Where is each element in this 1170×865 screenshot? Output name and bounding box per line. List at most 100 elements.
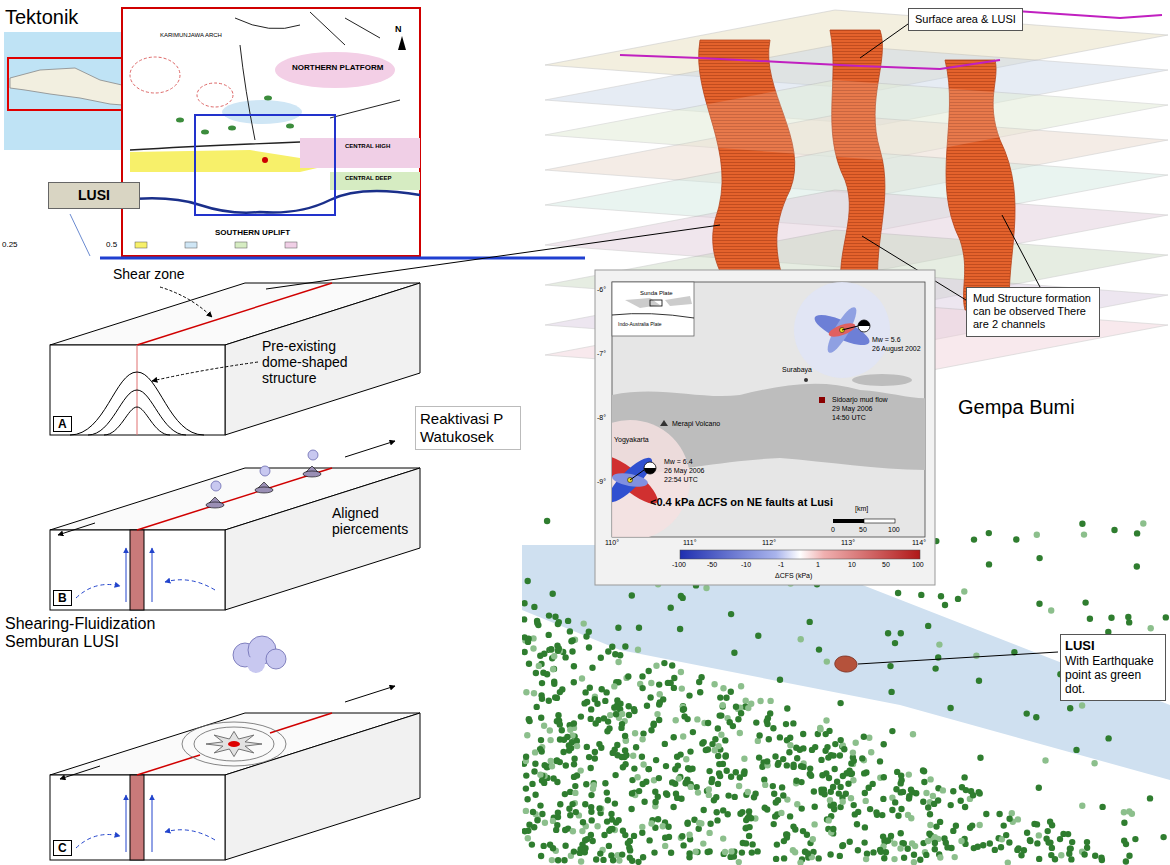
- block-diagram: [50, 345, 225, 435]
- earthquake-dot: [811, 821, 817, 827]
- earthquake-dot: [1042, 757, 1048, 763]
- earthquake-dot: [555, 621, 561, 627]
- earthquake-dot: [898, 830, 904, 836]
- block-diagram: [247, 655, 265, 673]
- earthquake-dot: [532, 761, 538, 767]
- earthquake-dot: [687, 748, 693, 754]
- earthquake-dot: [539, 811, 545, 817]
- block-diagram: [303, 471, 321, 477]
- coulomb-stress-map: [612, 282, 925, 537]
- colorbar-tick: 50: [882, 561, 890, 569]
- earthquake-dot: [550, 591, 556, 597]
- earthquake-dot: [663, 763, 669, 769]
- earthquake-dot: [892, 799, 898, 805]
- earthquake-dot: [870, 849, 876, 855]
- earthquake-dot: [1036, 601, 1042, 607]
- earthquake-dot: [746, 833, 752, 839]
- block-diagram: [137, 468, 332, 530]
- diagram-label: Aligned piercements: [332, 505, 418, 537]
- earthquake-dot: [1058, 852, 1064, 858]
- colorbar-tick: 1: [816, 561, 820, 569]
- earthquake-dot: [1036, 785, 1042, 791]
- earthquake-dot: [770, 725, 776, 731]
- earthquake-dot: [822, 748, 828, 754]
- scale-label: 100: [888, 526, 900, 534]
- earthquake-dot: [678, 593, 684, 599]
- earthquake-dot: [947, 705, 953, 711]
- earthquake-dot: [630, 753, 636, 759]
- earthquake-dot: [679, 685, 685, 691]
- earthquake-dot: [660, 696, 666, 702]
- earthquake-dot: [906, 795, 912, 801]
- earthquake-dot: [986, 530, 992, 536]
- earthquake-dot: [772, 753, 778, 759]
- earthquake-dot: [588, 792, 594, 798]
- earthquake-dot: [745, 705, 751, 711]
- earthquake-dot: [898, 630, 904, 636]
- coulomb-stress-map: [665, 296, 692, 306]
- earthquake-dot: [537, 802, 543, 808]
- block-diagram: [194, 727, 274, 761]
- earthquake-dot: [615, 625, 621, 631]
- earthquake-dot: [810, 836, 816, 842]
- earthquake-dot: [547, 727, 553, 733]
- block-diagram: [130, 530, 144, 610]
- earthquake-dot: [807, 765, 813, 771]
- earthquake-dot: [888, 689, 894, 695]
- coulomb-stress-map: [794, 282, 890, 378]
- section-heading: Tektonik: [5, 6, 78, 29]
- tectonic-map: [4, 32, 140, 150]
- earthquake-dot: [977, 790, 983, 796]
- tectonic-map: [300, 138, 420, 168]
- earthquake-dot: [720, 685, 726, 691]
- earthquake-dot: [571, 756, 577, 762]
- colorbar-tick: 100: [912, 561, 924, 569]
- panel-letter: A: [53, 416, 72, 432]
- earthquake-dot: [680, 842, 686, 848]
- earthquake-dot: [522, 828, 528, 834]
- earthquake-dot: [647, 694, 653, 700]
- earthquake-dot: [720, 702, 726, 708]
- tectonic-map: [235, 18, 300, 29]
- earthquake-dot: [1079, 521, 1085, 527]
- earthquake-dot: [1068, 856, 1074, 862]
- earthquake-dot: [646, 766, 652, 772]
- scale-label: 0.5: [106, 240, 117, 249]
- tectonic-map: [122, 8, 420, 256]
- scale-label: 50: [859, 526, 867, 534]
- earthquake-dot: [921, 779, 927, 785]
- earthquake-dot: [534, 817, 540, 823]
- earthquake-dot: [522, 600, 528, 606]
- earthquake-dot: [931, 801, 937, 807]
- earthquake-dot: [597, 850, 603, 856]
- earthquake-dot: [705, 849, 711, 855]
- earthquake-dot: [686, 692, 692, 698]
- earthquake-dot: [579, 675, 585, 681]
- scale-label: 0.25: [2, 240, 18, 249]
- earthquake-dot: [569, 648, 575, 654]
- earthquake-dot: [668, 605, 674, 611]
- coulomb-stress-map: [804, 378, 808, 382]
- earthquake-dot: [593, 856, 599, 862]
- earthquake-dot: [918, 592, 924, 598]
- earthquake-dot: [523, 808, 529, 814]
- earthquake-dot: [927, 776, 933, 782]
- block-diagram: [76, 835, 120, 849]
- earthquake-dot: [639, 673, 645, 679]
- earthquake-dot: [766, 736, 772, 742]
- earthquake-dot: [700, 840, 706, 846]
- earthquake-dot: [696, 820, 702, 826]
- earthquake-dot: [1047, 819, 1053, 825]
- earthquake-dot: [1006, 816, 1012, 822]
- axis-tick: -7°: [597, 350, 606, 358]
- earthquake-dot: [554, 779, 560, 785]
- earthquake-dot: [634, 774, 640, 780]
- diagram-caption: Shearing-Fluidization Semburan LUSI: [5, 615, 190, 652]
- earthquake-dot: [656, 701, 662, 707]
- earthquake-dot: [648, 680, 654, 686]
- block-diagram: [182, 722, 286, 766]
- earthquake-dot: [614, 742, 620, 748]
- earthquake-dot: [604, 789, 610, 795]
- earthquake-dot: [525, 578, 531, 584]
- earthquake-dot: [840, 842, 846, 848]
